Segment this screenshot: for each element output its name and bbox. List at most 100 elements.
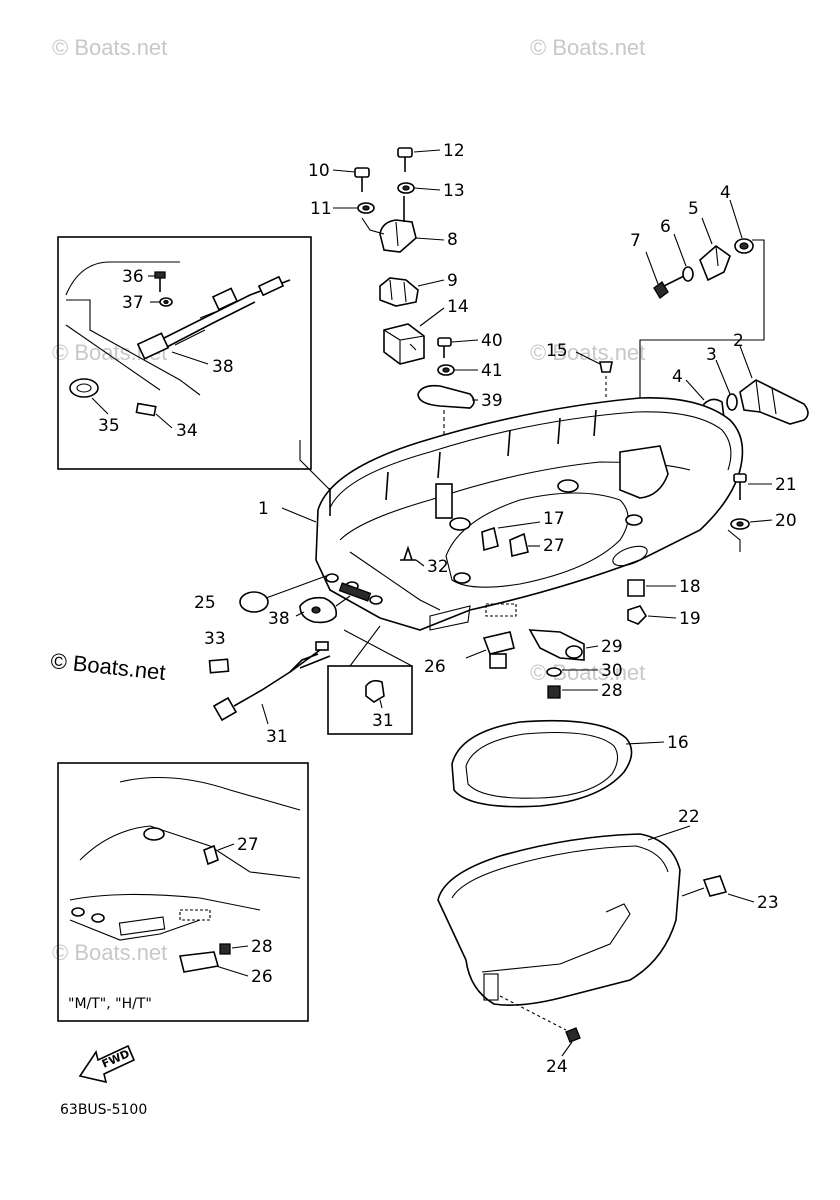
callout-27-main: 27 <box>543 536 565 556</box>
inset-wiring: 36 37 38 35 34 <box>57 236 312 470</box>
callout-7: 7 <box>630 231 641 251</box>
lever-5 <box>699 244 731 282</box>
washer-30 <box>546 667 562 677</box>
watermark-top-left: © Boats.net <box>52 35 167 60</box>
grommet-35 <box>69 378 99 398</box>
bolt-21 <box>733 473 747 483</box>
grommet-15-group: 15 <box>546 341 613 400</box>
callout-29: 29 <box>601 637 623 657</box>
sender-31 <box>212 696 238 722</box>
inset-mt-ht: 27 28 26 "M/T", "H/T" <box>57 762 309 1022</box>
callout-2: 2 <box>733 331 744 351</box>
callout-9: 9 <box>447 271 458 291</box>
left-hardware: 25 38 33 31 31 <box>194 575 413 747</box>
cowling-inner-parts: 17 27 32 <box>400 509 565 584</box>
callout-11: 11 <box>310 199 332 219</box>
callout-4-lower: 4 <box>672 367 683 387</box>
callout-1: 1 <box>258 499 269 519</box>
callout-35: 35 <box>98 416 120 436</box>
callout-26-main: 26 <box>424 657 446 677</box>
cowling-boss <box>435 483 453 519</box>
callout-31-main: 31 <box>266 727 288 747</box>
callout-26-inset: 26 <box>251 967 273 987</box>
grommet-19 <box>627 605 648 625</box>
watermark-inset-bottom: © Boats.net <box>52 940 167 965</box>
pad-39 <box>417 384 475 409</box>
washer-6 <box>682 266 694 282</box>
callout-12: 12 <box>443 141 465 161</box>
callout-24: 24 <box>546 1057 568 1077</box>
callout-6: 6 <box>660 217 671 237</box>
fwd-arrow: FWD <box>78 1044 136 1084</box>
callout-25: 25 <box>194 593 216 613</box>
callout-40: 40 <box>481 331 503 351</box>
cowling-rim <box>329 411 732 509</box>
callout-32: 32 <box>427 557 449 577</box>
callout-38-main: 38 <box>268 609 290 629</box>
plug-27-inset <box>203 844 219 866</box>
screw-24 <box>565 1027 581 1043</box>
callout-33: 33 <box>204 629 226 649</box>
screw-28-inset <box>219 943 231 955</box>
inset-caption: "M/T", "H/T" <box>68 996 152 1012</box>
watermark-middle-right: © Boats.net <box>530 340 645 365</box>
screw-32 <box>400 545 416 561</box>
callout-13: 13 <box>443 181 465 201</box>
block-14 <box>383 323 425 365</box>
drain-parts: 26 29 30 28 <box>424 629 623 701</box>
bottom-cover-22-group: 22 23 24 <box>437 807 779 1077</box>
pad-26-inset <box>179 951 220 973</box>
watermark-dark: © Boats.net <box>49 648 166 685</box>
inset-31-frame <box>327 665 413 735</box>
diagram-code: 63BUS-5100 <box>60 1102 147 1118</box>
callout-41: 41 <box>481 361 503 381</box>
callout-31-inset: 31 <box>372 711 394 731</box>
grommet-25 <box>239 591 269 613</box>
callout-16: 16 <box>667 733 689 753</box>
screw-7 <box>653 281 669 299</box>
callout-22: 22 <box>678 807 700 827</box>
fwd-arrow-icon <box>78 1044 136 1084</box>
callout-8: 8 <box>447 230 458 250</box>
inset-cowling-edge <box>65 261 180 296</box>
callout-14: 14 <box>447 297 469 317</box>
plug-27 <box>509 532 529 557</box>
label-34 <box>135 402 157 417</box>
bottom-cowling-1: 1 <box>258 397 744 631</box>
callout-5: 5 <box>688 199 699 219</box>
callout-28-inset: 28 <box>251 937 273 957</box>
inset-wiring-frame <box>57 236 312 470</box>
label-33 <box>208 658 230 674</box>
callout-19: 19 <box>679 609 701 629</box>
callout-23: 23 <box>757 893 779 913</box>
callout-15: 15 <box>546 341 568 361</box>
drain-26 <box>482 631 515 655</box>
bracket-8 <box>379 219 417 253</box>
bracket-assembly: 12 10 13 11 8 9 14 <box>308 141 503 490</box>
callout-30: 30 <box>601 661 623 681</box>
washer-3 <box>726 393 738 411</box>
callout-21: 21 <box>775 475 797 495</box>
callout-34: 34 <box>176 421 198 441</box>
callout-28-main: 28 <box>601 681 623 701</box>
inset-mt-ht-frame <box>57 762 309 1022</box>
callout-36: 36 <box>122 267 144 287</box>
screw-36 <box>154 271 166 279</box>
bolt-12 <box>397 147 413 158</box>
seal-16 <box>451 719 633 808</box>
damper-9 <box>379 277 419 307</box>
callout-38-inset: 38 <box>212 357 234 377</box>
coupler-38 <box>136 332 170 360</box>
watermark-top-right: © Boats.net <box>530 35 645 60</box>
callout-10: 10 <box>308 161 330 181</box>
callout-39: 39 <box>481 391 503 411</box>
clip-17 <box>481 526 499 552</box>
bolt-40 <box>437 337 452 347</box>
callout-4-top: 4 <box>720 183 731 203</box>
callout-37: 37 <box>122 293 144 313</box>
bolt-10 <box>354 167 370 178</box>
right-hardware: 21 20 18 19 <box>627 473 797 629</box>
callout-18: 18 <box>679 577 701 597</box>
plug-23 <box>702 875 728 897</box>
